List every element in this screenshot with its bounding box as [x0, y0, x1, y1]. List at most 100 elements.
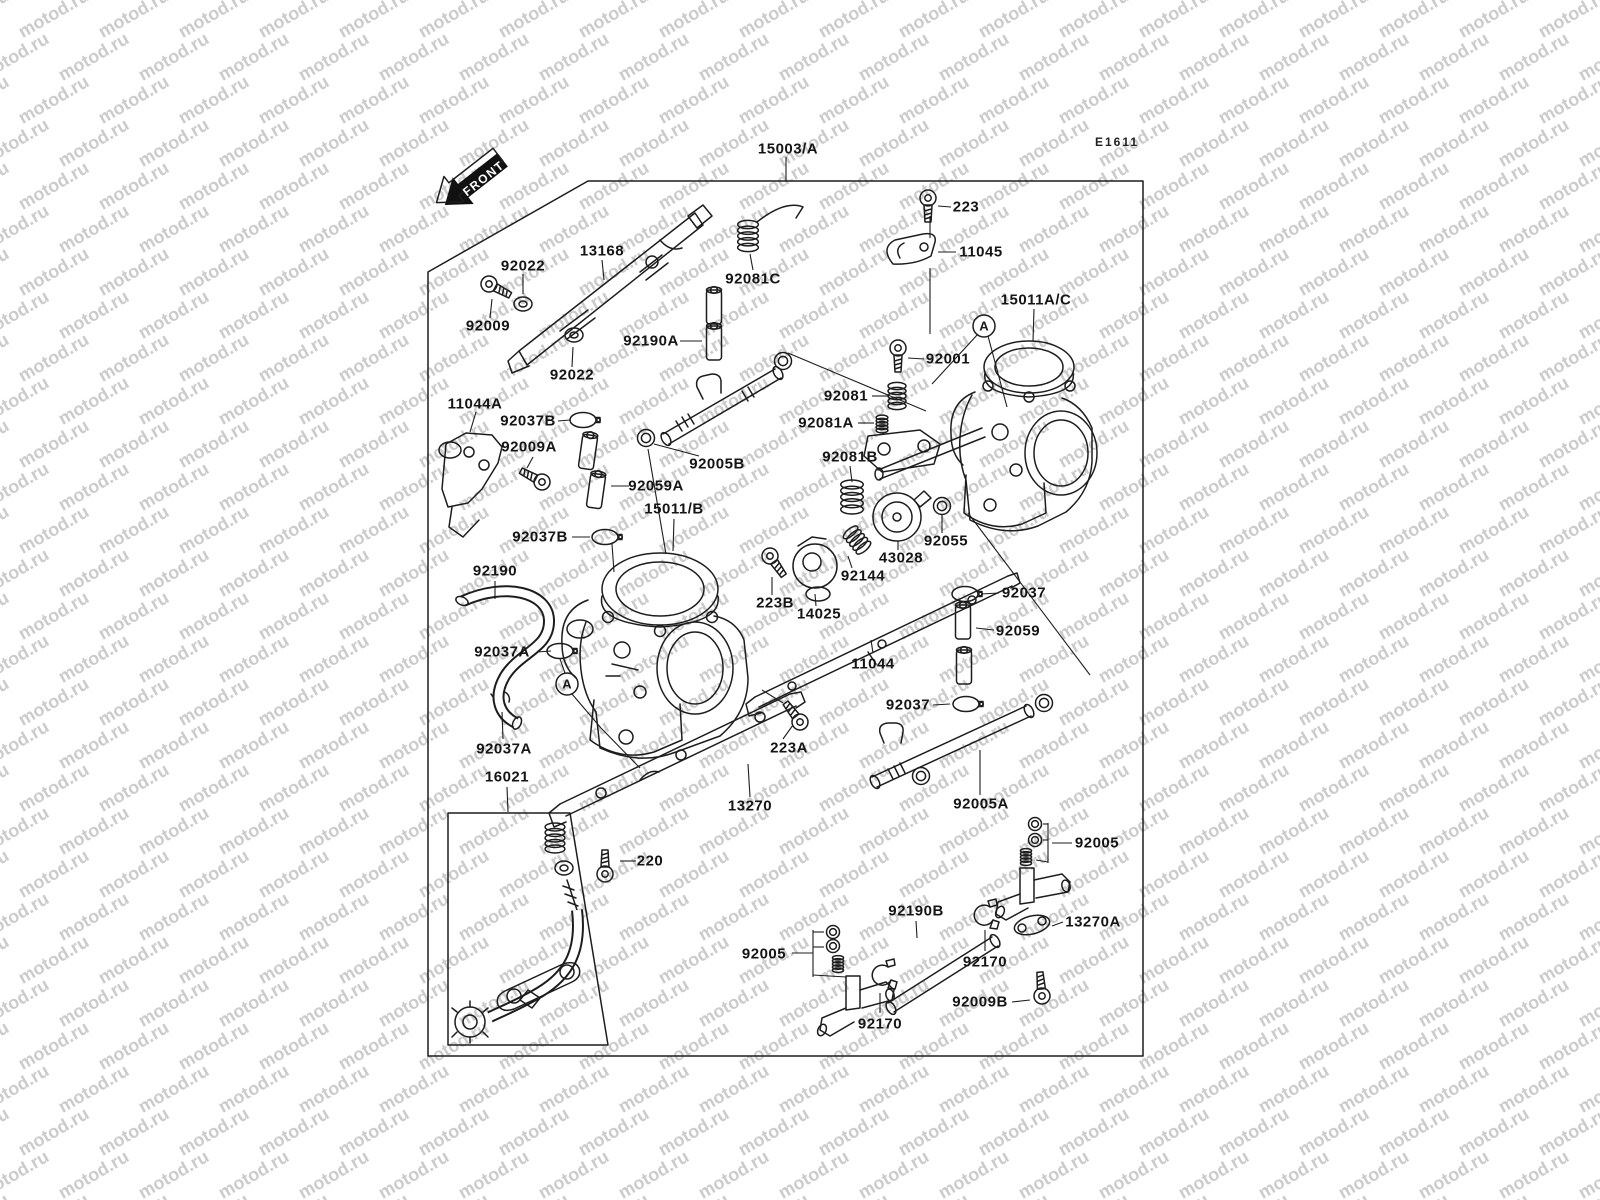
part-16021-assembly	[452, 822, 580, 1043]
leader-line	[762, 690, 783, 703]
part-label-92144: 92144	[840, 567, 886, 585]
leader-line	[1052, 922, 1063, 926]
leader-line	[558, 420, 570, 421]
carburetor-left	[562, 553, 748, 758]
part-11044a-bracket	[439, 433, 502, 537]
leader-line	[470, 412, 476, 432]
leader-line	[612, 544, 614, 572]
leader-line	[871, 640, 873, 653]
part-13168-bracket	[508, 205, 712, 373]
leader-line	[976, 628, 994, 630]
part-label-13168: 13168	[579, 242, 625, 260]
part-label-223B: 223B	[756, 594, 794, 612]
part-label-92037A: 92037A	[476, 740, 532, 758]
part-label-13270A: 13270A	[1065, 913, 1121, 931]
part-14025-plate	[793, 537, 837, 601]
part-92005-fitting-right	[994, 848, 1072, 920]
leader-line	[1036, 860, 1048, 862]
part-label-92037B: 92037B	[512, 528, 568, 546]
part-label-92009A: 92009A	[501, 438, 557, 456]
part-label-11044A: 11044A	[447, 395, 503, 413]
part-label-223A: 223A	[770, 739, 808, 757]
leader-lines	[470, 157, 1090, 1013]
part-label-92005: 92005	[1074, 834, 1120, 852]
part-label-223: 223	[952, 198, 980, 216]
part-11045-clip	[887, 234, 935, 264]
part-label-16021: 16021	[484, 768, 530, 786]
diagram-frame	[428, 181, 1143, 1056]
part-label-15003A: 15003/A	[757, 140, 819, 158]
leader-line	[537, 651, 551, 652]
part-label-92190B: 92190B	[888, 902, 944, 920]
part-label-92037: 92037	[885, 696, 931, 714]
part-92190-hose	[454, 591, 549, 730]
leader-line	[654, 444, 699, 456]
part-label-15011B: 15011/B	[644, 500, 704, 518]
leader-line	[916, 921, 917, 938]
part-label-92022: 92022	[500, 257, 546, 275]
part-label-92037B: 92037B	[500, 412, 556, 430]
leader-line	[1033, 309, 1034, 341]
part-label-92005: 92005	[741, 945, 787, 963]
part-92005b-pipe	[659, 365, 785, 447]
part-label-92170: 92170	[857, 1015, 903, 1033]
leader-line	[648, 449, 666, 554]
leader-line	[527, 457, 533, 468]
part-13270a-link	[1012, 912, 1051, 938]
part-label-92022: 92022	[549, 366, 595, 384]
part-label-92170: 92170	[962, 953, 1008, 971]
leader-line	[813, 975, 846, 977]
part-label-92037A: 92037A	[474, 643, 530, 661]
circled-marker-letter: A	[979, 319, 989, 334]
leader-line	[908, 358, 924, 359]
leader-line	[502, 712, 503, 739]
leader-line	[988, 336, 1007, 407]
leader-line	[932, 334, 978, 384]
leader-line	[848, 556, 852, 568]
part-label-92059A: 92059A	[628, 477, 684, 495]
part-label-92009B: 92009B	[952, 993, 1008, 1011]
part-label-11045: 11045	[959, 243, 1003, 261]
carburetor-right	[864, 341, 1097, 531]
leader-line	[750, 254, 753, 270]
part-label-92009: 92009	[465, 317, 511, 335]
leader-line	[933, 704, 950, 705]
leader-line	[850, 466, 852, 482]
part-13270-bracket	[549, 692, 805, 827]
leader-line	[507, 787, 508, 812]
leader-line	[788, 353, 926, 411]
part-92005a-pipe	[868, 703, 1036, 790]
part-label-11044: 11044	[851, 655, 895, 673]
callout-box-16021	[448, 813, 608, 1045]
leader-line	[981, 593, 999, 594]
part-label-92055: 92055	[923, 532, 969, 550]
part-label-13270: 13270	[727, 797, 773, 815]
part-92190b-hose	[884, 933, 1002, 1016]
leader-line	[938, 206, 951, 207]
leader-line	[1012, 1000, 1030, 1002]
leader-line	[968, 513, 1090, 675]
leader-line	[601, 728, 640, 768]
part-label-14025: 14025	[796, 605, 842, 623]
leader-line	[815, 594, 816, 606]
part-label-92081A: 92081A	[798, 414, 854, 432]
part-label-92081: 92081	[823, 387, 869, 405]
part-label-92081C: 92081C	[725, 270, 781, 288]
part-label-92190: 92190	[472, 562, 518, 580]
part-label-92059: 92059	[995, 622, 1041, 640]
leader-line	[783, 725, 793, 739]
part-label-92081B: 92081B	[822, 448, 878, 466]
diagram-code: E1611	[1094, 135, 1140, 149]
part-label-92190A: 92190A	[623, 332, 679, 350]
part-label-92001: 92001	[925, 350, 971, 368]
circled-marker	[973, 315, 995, 337]
part-label-92005B: 92005B	[689, 455, 745, 473]
leader-line	[490, 299, 492, 318]
part-label-43028: 43028	[878, 549, 924, 567]
part-92081c-spring	[736, 205, 803, 253]
part-43028-diaphragm	[873, 491, 931, 541]
part-label-92037: 92037	[1001, 584, 1047, 602]
leader-line	[602, 260, 604, 280]
